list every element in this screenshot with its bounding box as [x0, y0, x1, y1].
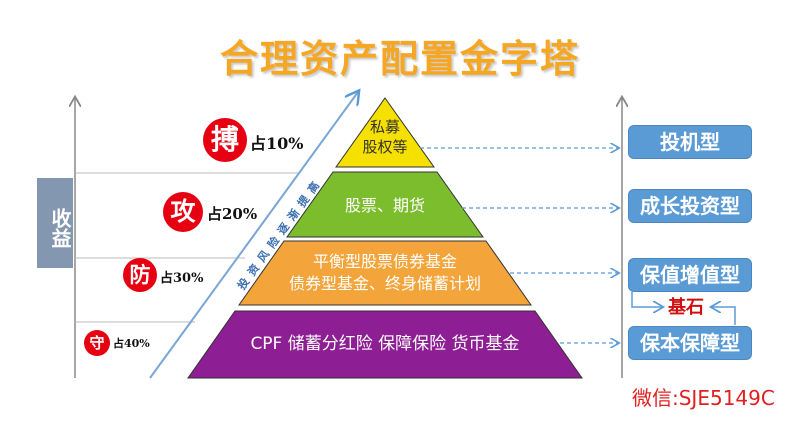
tier-text-line: 平衡型股票债券基金 [312, 252, 457, 271]
foundation-label: 基石 [668, 297, 704, 318]
level-badge: 防 [123, 258, 157, 292]
tier-1-text: 私募 股权等 [335, 117, 435, 157]
category-box: 投机型 [628, 125, 752, 159]
tier-text-line: 股票、期货 [344, 196, 425, 215]
level-badge: 守 [84, 330, 110, 356]
level-share: 占20% [207, 205, 258, 223]
foundation-arrow-left [631, 292, 662, 307]
level-badge: 攻 [163, 192, 203, 232]
category-box: 保值增值型 [628, 258, 752, 292]
risk-arrow [149, 92, 358, 379]
y-axis-label: 收益 [37, 178, 73, 268]
tier-text-line: 债券型基金、终身储蓄计划 [288, 274, 481, 293]
tier-2-text: 股票、期货 [300, 195, 470, 217]
tier-2 [286, 171, 484, 238]
level-share: 占10% [250, 134, 304, 153]
category-box: 保本保障型 [628, 326, 752, 360]
tier-text-line: 私募 [369, 118, 400, 136]
tier-text-line: CPF 储蓄分红险 保障保险 货币基金 [250, 334, 520, 354]
tier-1 [335, 97, 435, 168]
tier-text-line: 股权等 [362, 138, 408, 156]
tier-4 [187, 310, 583, 379]
tier-3 [238, 240, 532, 306]
foundation-arrow-right [712, 307, 736, 325]
category-box: 成长投资型 [628, 189, 752, 223]
tier-3-text: 平衡型股票债券基金 债券型基金、终身储蓄计划 [250, 251, 520, 295]
level-share: 占30% [160, 271, 204, 286]
page-title: 合理资产配置金字塔 [219, 37, 580, 81]
level-badge: 搏 [203, 118, 247, 162]
watermark: 微信:SJE5149C [632, 386, 775, 410]
level-share: 占40% [113, 337, 150, 350]
tier-4-text: CPF 储蓄分红险 保障保险 货币基金 [200, 333, 570, 355]
